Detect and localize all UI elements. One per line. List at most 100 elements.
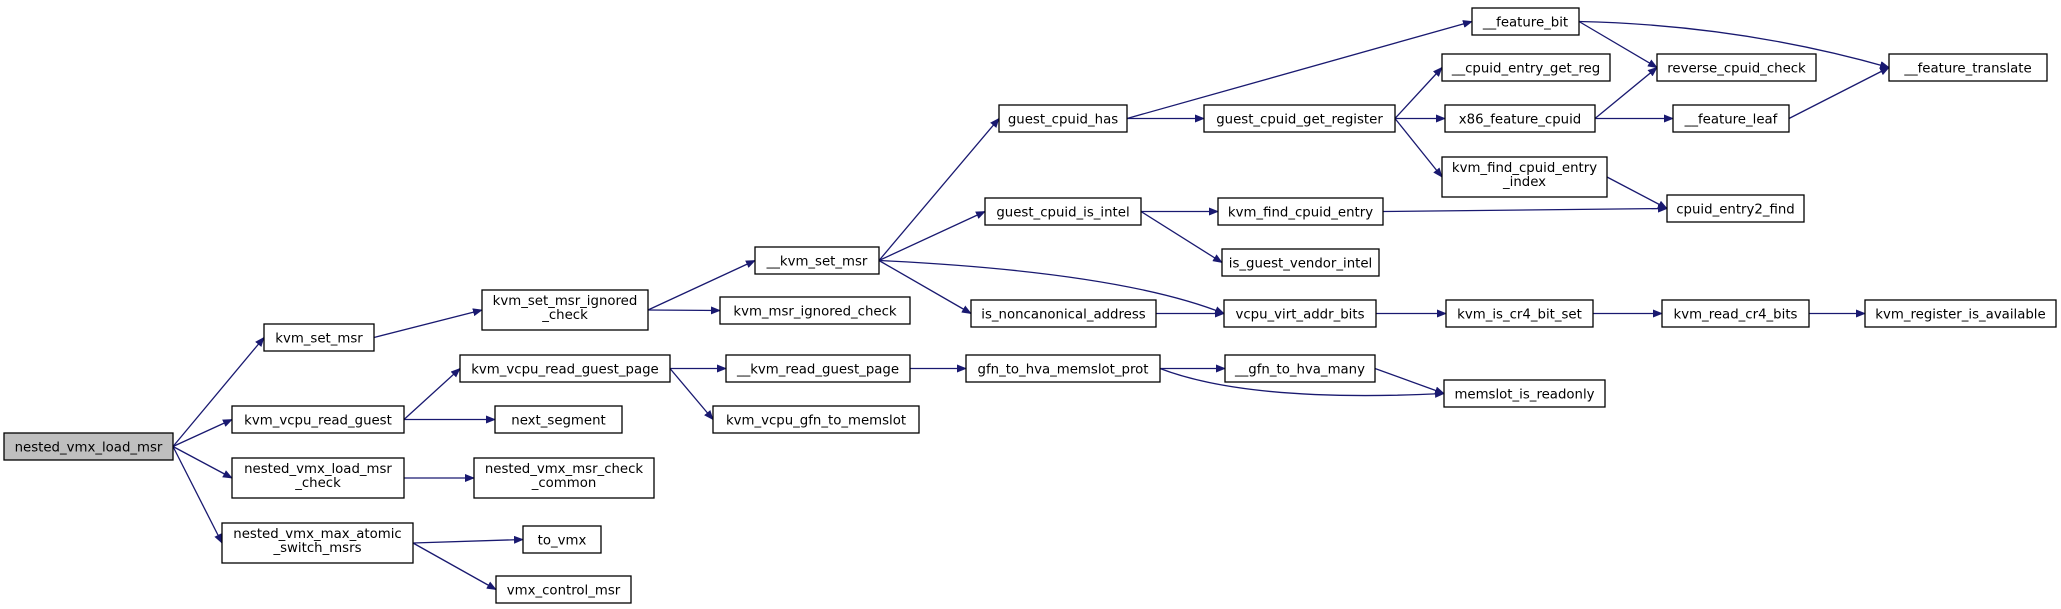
node-guest_cpuid_has[interactable]: guest_cpuid_has xyxy=(998,104,1128,133)
edge-guest_cpuid_get_register-to-__cpuid_entry_get_reg xyxy=(1394,66,1443,119)
node-label: x86_feature_cpuid xyxy=(1459,113,1581,128)
node-label: _check xyxy=(541,308,588,323)
node-vcpu_virt_addr_bits[interactable]: vcpu_virt_addr_bits xyxy=(1223,299,1377,328)
edge-__kvm_set_msr-to-guest_cpuid_has xyxy=(878,117,1000,261)
edge-nested_vmx_max_atomic_switch_msrs-to-vmx_control_msr xyxy=(412,542,497,591)
node-nested_vmx_max_atomic_switch_msrs[interactable]: nested_vmx_max_atomic_switch_msrs xyxy=(221,522,414,564)
node-is_guest_vendor_intel[interactable]: is_guest_vendor_intel xyxy=(1221,248,1380,277)
node-box xyxy=(1661,299,1810,328)
node-label: to_vmx xyxy=(538,534,587,549)
node-__feature_translate[interactable]: __feature_translate xyxy=(1888,53,2048,82)
node-kvm_find_cpuid_entry_index[interactable]: kvm_find_cpuid_entry_index xyxy=(1441,156,1608,198)
node-box xyxy=(1672,104,1790,133)
node-nested_vmx_load_msr[interactable]: nested_vmx_load_msr xyxy=(3,432,174,461)
node-box xyxy=(1666,194,1805,223)
node-box xyxy=(1217,197,1384,226)
edge-kvm_vcpu_read_guest_page-to-kvm_vcpu_gfn_to_memslot xyxy=(669,368,714,421)
node-box xyxy=(998,104,1128,133)
node-__kvm_read_guest_page[interactable]: __kvm_read_guest_page xyxy=(725,354,911,383)
edge-__feature_bit-to-reverse_cpuid_check xyxy=(1578,20,1658,69)
edge-kvm_vcpu_read_guest-to-kvm_vcpu_read_guest_page xyxy=(403,367,461,420)
node-kvm_is_cr4_bit_set[interactable]: kvm_is_cr4_bit_set xyxy=(1445,299,1594,328)
node-box xyxy=(522,525,602,554)
node-kvm_vcpu_read_guest[interactable]: kvm_vcpu_read_guest xyxy=(231,405,405,434)
node-x86_feature_cpuid[interactable]: x86_feature_cpuid xyxy=(1444,104,1596,133)
node-box xyxy=(473,457,655,499)
node-label: kvm_vcpu_read_guest xyxy=(244,414,392,429)
node-label: __cpuid_entry_get_reg xyxy=(1451,62,1600,77)
edge-guest_cpuid_get_register-to-kvm_find_cpuid_entry_index xyxy=(1394,118,1443,178)
node-label: vcpu_virt_addr_bits xyxy=(1235,308,1364,323)
node-kvm_read_cr4_bits[interactable]: kvm_read_cr4_bits xyxy=(1661,299,1810,328)
node-memslot_is_readonly[interactable]: memslot_is_readonly xyxy=(1443,379,1606,408)
node-label: is_noncanonical_address xyxy=(981,308,1146,323)
node-label: __kvm_read_guest_page xyxy=(736,363,899,378)
node-kvm_vcpu_gfn_to_memslot[interactable]: kvm_vcpu_gfn_to_memslot xyxy=(712,405,920,434)
node-label: __feature_bit xyxy=(1482,16,1568,31)
node-label: kvm_msr_ignored_check xyxy=(733,305,897,320)
node-box xyxy=(712,405,920,434)
edge-kvm_find_cpuid_entry-to-cpuid_entry2_find xyxy=(1382,204,1668,213)
node-label: __feature_translate xyxy=(1903,62,2031,77)
node-__feature_bit[interactable]: __feature_bit xyxy=(1471,7,1580,36)
node-kvm_set_msr[interactable]: kvm_set_msr xyxy=(263,323,375,352)
node-box xyxy=(719,296,911,325)
node-gfn_to_hva_memslot_prot[interactable]: gfn_to_hva_memslot_prot xyxy=(965,354,1161,383)
node-label: is_guest_vendor_intel xyxy=(1229,257,1373,272)
node-__gfn_to_hva_many[interactable]: __gfn_to_hva_many xyxy=(1224,354,1376,383)
node-reverse_cpuid_check[interactable]: reverse_cpuid_check xyxy=(1656,53,1817,82)
node-box xyxy=(1441,156,1608,198)
node-next_segment[interactable]: next_segment xyxy=(494,405,623,434)
node-box xyxy=(1656,53,1817,82)
edge-__gfn_to_hva_many-to-memslot_is_readonly xyxy=(1374,367,1445,395)
node-kvm_find_cpuid_entry[interactable]: kvm_find_cpuid_entry xyxy=(1217,197,1384,226)
edge-nested_vmx_load_msr-to-kvm_vcpu_read_guest xyxy=(172,418,233,448)
nodes-layer: nested_vmx_load_msr kvm_set_msr kvm_vcpu_r… xyxy=(3,7,2057,604)
node-label: cpuid_entry2_find xyxy=(1676,203,1794,218)
node-label: vmx_control_msr xyxy=(507,584,621,599)
edge-__feature_leaf-to-__feature_translate xyxy=(1788,66,1890,120)
node-__feature_leaf[interactable]: __feature_leaf xyxy=(1672,104,1790,133)
node-label: nested_vmx_load_msr xyxy=(244,462,392,477)
node-guest_cpuid_get_register[interactable]: guest_cpuid_get_register xyxy=(1203,104,1396,133)
edge-__feature_bit-to-__feature_translate xyxy=(1578,20,1890,69)
node-label: kvm_register_is_available xyxy=(1875,308,2045,323)
node-__cpuid_entry_get_reg[interactable]: __cpuid_entry_get_reg xyxy=(1441,53,1611,82)
edge-kvm_set_msr_ignored_check-to-kvm_msr_ignored_check xyxy=(647,306,721,315)
node-box xyxy=(725,354,911,383)
node-vmx_control_msr[interactable]: vmx_control_msr xyxy=(495,575,632,604)
node-label: kvm_is_cr4_bit_set xyxy=(1457,308,1582,323)
node-label: guest_cpuid_is_intel xyxy=(996,206,1129,221)
node-label: __feature_leaf xyxy=(1684,113,1778,128)
node-box xyxy=(263,323,375,352)
node-nested_vmx_load_msr_check[interactable]: nested_vmx_load_msr_check xyxy=(231,457,405,499)
node-box xyxy=(459,354,671,383)
node-label: nested_vmx_msr_check xyxy=(485,462,644,477)
edge-x86_feature_cpuid-to-reverse_cpuid_check xyxy=(1594,66,1658,120)
node-label: next_segment xyxy=(511,414,605,429)
node-box xyxy=(1221,248,1380,277)
node-nested_vmx_msr_check_common[interactable]: nested_vmx_msr_check_common xyxy=(473,457,655,499)
node-box xyxy=(231,405,405,434)
node-kvm_msr_ignored_check[interactable]: kvm_msr_ignored_check xyxy=(719,296,911,325)
node-to_vmx[interactable]: to_vmx xyxy=(522,525,602,554)
edge-guest_cpuid_has-to-__feature_bit xyxy=(1126,20,1473,120)
node-cpuid_entry2_find[interactable]: cpuid_entry2_find xyxy=(1666,194,1805,223)
node-is_noncanonical_address[interactable]: is_noncanonical_address xyxy=(970,299,1157,328)
node-label: kvm_find_cpuid_entry xyxy=(1452,161,1597,176)
edge-kvm_find_cpuid_entry_index-to-cpuid_entry2_find xyxy=(1606,176,1668,210)
node-kvm_set_msr_ignored_check[interactable]: kvm_set_msr_ignored_check xyxy=(481,289,649,331)
node-kvm_vcpu_read_guest_page[interactable]: kvm_vcpu_read_guest_page xyxy=(459,354,671,383)
node-kvm_register_is_available[interactable]: kvm_register_is_available xyxy=(1864,299,2057,328)
node-label: memslot_is_readonly xyxy=(1454,388,1594,403)
node-__kvm_set_msr[interactable]: __kvm_set_msr xyxy=(754,246,880,275)
node-box xyxy=(1203,104,1396,133)
node-guest_cpuid_is_intel[interactable]: guest_cpuid_is_intel xyxy=(984,197,1142,226)
node-box xyxy=(965,354,1161,383)
node-label: guest_cpuid_has xyxy=(1008,113,1118,128)
edge-__kvm_set_msr-to-vcpu_virt_addr_bits xyxy=(878,259,1225,315)
node-box xyxy=(1441,53,1611,82)
edge-nested_vmx_load_msr-to-nested_vmx_max_atomic_switch_msrs xyxy=(172,446,223,544)
node-box xyxy=(1445,299,1594,328)
